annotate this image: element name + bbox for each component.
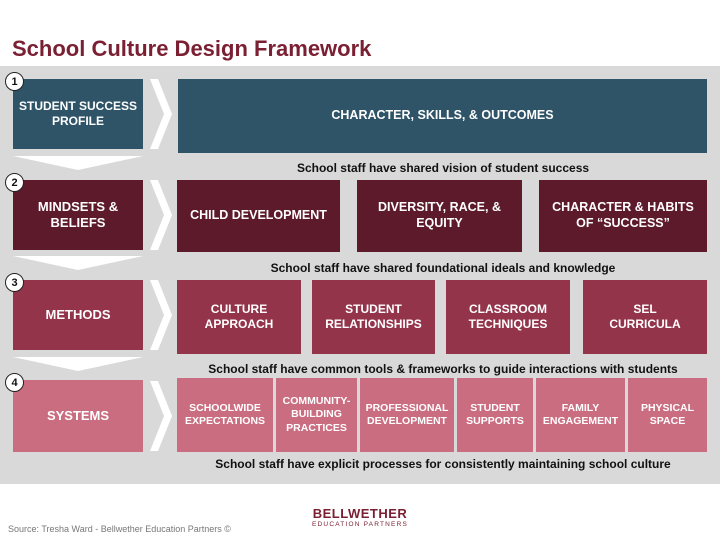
level-4-item-label: SCHOOLWIDE EXPECTATIONS — [184, 401, 266, 427]
level-3-label: METHODS — [45, 306, 111, 322]
level-4-item-label: STUDENT SUPPORTS — [466, 401, 524, 427]
level-3-number: 3 — [5, 273, 24, 292]
level-3-item-label: CLASSROOM TECHNIQUES — [468, 302, 548, 331]
level-2-item-label: CHILD DEVELOPMENT — [190, 208, 327, 223]
level-4-label-box: SYSTEMS — [13, 380, 143, 452]
level-1-arrow-icon — [150, 79, 172, 149]
level-3-item: SEL CURRICULA — [583, 280, 707, 354]
level-3-item-label: SEL CURRICULA — [609, 302, 681, 331]
page-title: School Culture Design Framework — [12, 36, 372, 61]
level-4-item: PHYSICAL SPACE — [628, 378, 707, 452]
level-2-item-label: CHARACTER & HABITS OF “SUCCESS” — [552, 200, 694, 230]
level-4-item-label: PHYSICAL SPACE — [640, 401, 695, 427]
level-2-item: CHARACTER & HABITS OF “SUCCESS” — [539, 180, 707, 252]
level-4-label: SYSTEMS — [46, 407, 110, 423]
level-3-item: CULTURE APPROACH — [177, 280, 301, 354]
level-2-item: CHILD DEVELOPMENT — [177, 180, 340, 252]
level-3-item-label: CULTURE APPROACH — [204, 302, 274, 331]
level-4-item-label: COMMUNITY-BUILDING PRACTICES — [282, 395, 351, 434]
level-2-label: MINDSETS & BELIEFS — [37, 198, 119, 230]
bellwether-logo: BELLWETHER EDUCATION PARTNERS — [300, 506, 420, 528]
level-4-item: STUDENT SUPPORTS — [457, 378, 533, 452]
level-2-down-arrow-icon — [13, 256, 143, 270]
level-3-item: CLASSROOM TECHNIQUES — [446, 280, 570, 354]
level-3-down-arrow-icon — [13, 357, 143, 371]
level-4-item: PROFESSIONAL DEVELOPMENT — [360, 378, 454, 452]
level-4-item: FAMILY ENGAGEMENT — [536, 378, 625, 452]
level-4-item-label: PROFESSIONAL DEVELOPMENT — [365, 401, 449, 427]
level-4-caption: School staff have explicit processes for… — [215, 457, 671, 471]
level-3-label-box: METHODS — [13, 280, 143, 350]
source-note: Source: Tresha Ward - Bellwether Educati… — [8, 524, 231, 534]
level-1-label: STUDENT SUCCESS PROFILE — [19, 99, 138, 128]
level-4-item-label: FAMILY ENGAGEMENT — [542, 401, 619, 427]
level-4-number: 4 — [5, 373, 24, 392]
level-3-item-label: STUDENT RELATIONSHIPS — [325, 302, 422, 331]
level-3-item: STUDENT RELATIONSHIPS — [312, 280, 435, 354]
level-3-caption: School staff have common tools & framewo… — [208, 362, 678, 376]
level-2-number: 2 — [5, 173, 24, 192]
level-3-arrow-icon — [150, 280, 172, 350]
logo-main-text: BELLWETHER — [312, 506, 408, 521]
level-2-caption: School staff have shared foundational id… — [270, 261, 616, 275]
level-1-label-box: STUDENT SUCCESS PROFILE — [13, 79, 143, 149]
level-4-item: COMMUNITY-BUILDING PRACTICES — [276, 378, 357, 452]
level-1-caption: School staff have shared vision of stude… — [296, 161, 590, 175]
level-1-item-label: CHARACTER, SKILLS, & OUTCOMES — [331, 108, 554, 123]
level-2-label-box: MINDSETS & BELIEFS — [13, 180, 143, 250]
level-2-arrow-icon — [150, 180, 172, 250]
level-4-item: SCHOOLWIDE EXPECTATIONS — [177, 378, 273, 452]
level-1-item: CHARACTER, SKILLS, & OUTCOMES — [178, 79, 707, 153]
logo-sub-text: EDUCATION PARTNERS — [312, 521, 408, 528]
level-1-number: 1 — [5, 72, 24, 91]
level-4-arrow-icon — [150, 381, 172, 451]
level-1-down-arrow-icon — [13, 156, 143, 170]
level-2-item: DIVERSITY, RACE, & EQUITY — [357, 180, 522, 252]
level-2-item-label: DIVERSITY, RACE, & EQUITY — [378, 200, 501, 230]
